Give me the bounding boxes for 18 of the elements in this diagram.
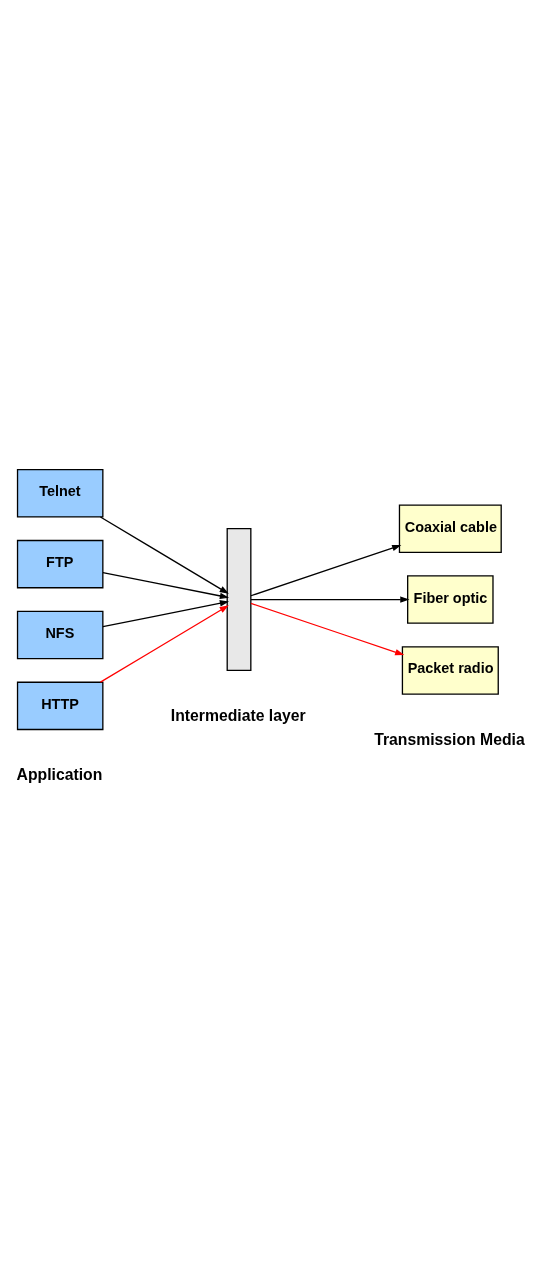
- arrow: [250, 544, 402, 597]
- label: Application: [16, 766, 103, 784]
- arrow: [99, 516, 229, 594]
- node-box: FTP: [16, 539, 104, 589]
- label: Transmission Media: [374, 730, 525, 748]
- node-box: NFS: [16, 610, 104, 660]
- arrow: [99, 605, 229, 683]
- node-box: Fiber optic: [407, 575, 494, 624]
- node-box: Telnet: [16, 468, 104, 518]
- node-box: [226, 528, 252, 672]
- arrow: [250, 596, 410, 603]
- arrow: [250, 602, 405, 656]
- arrow: [102, 600, 230, 628]
- arrow: [102, 571, 230, 600]
- node-box: HTTP: [16, 681, 104, 731]
- node-box: Coaxial cable: [398, 504, 502, 553]
- node-box: Packet radio: [401, 646, 499, 695]
- label: Intermediate layer: [170, 707, 306, 725]
